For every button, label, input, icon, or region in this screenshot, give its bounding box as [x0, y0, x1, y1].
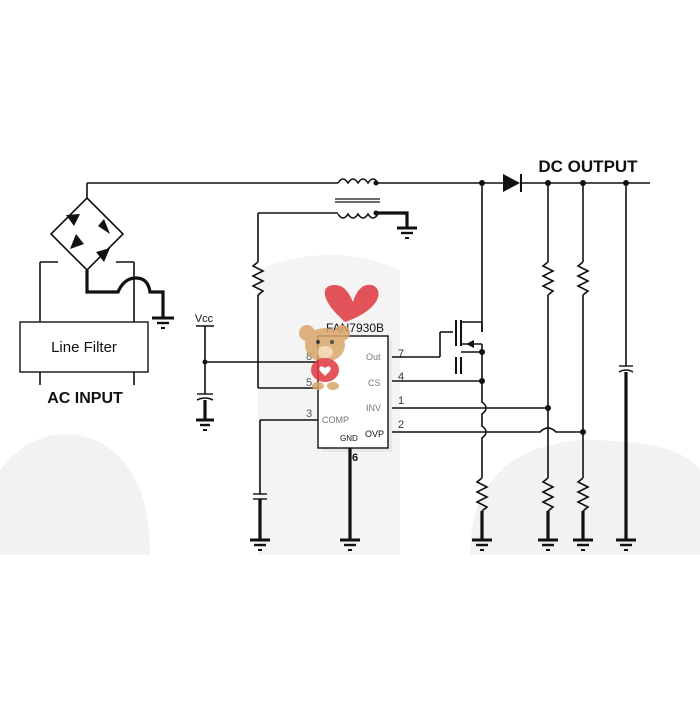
mosfet-switch: [392, 320, 492, 551]
diode-icon: [503, 174, 520, 192]
inductor-secondary-icon: [337, 212, 379, 219]
ground-symbol-icon: [340, 538, 360, 551]
diode-icon: [96, 248, 110, 262]
diode-icon: [98, 219, 110, 234]
pin-3-label: 3: [306, 408, 312, 420]
dc-rail: DC OUTPUT: [87, 157, 650, 389]
ground-symbol-icon: [472, 538, 492, 551]
pin-6-label: 6: [352, 452, 358, 464]
pin-4-label: 4: [398, 371, 404, 383]
pin-5-label: 5: [306, 377, 312, 389]
ground-symbol-icon: [616, 538, 636, 551]
pin-out-label: Out: [366, 352, 381, 362]
inductor-primary-icon: [337, 178, 379, 185]
diode-icon: [66, 214, 80, 226]
bear-watermark: [299, 284, 379, 390]
ground-symbol-icon: [573, 538, 593, 551]
pin-8-label: 8: [306, 351, 312, 363]
resistor-icon: [576, 477, 590, 512]
pin-gnd-label: GND: [340, 434, 358, 443]
ground-symbol-icon: [397, 226, 417, 239]
pin-ovp-label: OVP: [365, 429, 384, 439]
pin-7-label: 7: [398, 348, 404, 360]
pin-comp-label: COMP: [322, 415, 349, 425]
ground-symbol-icon: [538, 538, 558, 551]
ground-symbol-icon: [250, 538, 270, 551]
pin-2-label: 2: [398, 419, 404, 431]
resistor-icon: [541, 261, 555, 296]
pin-cs-label: CS: [368, 378, 381, 388]
output-capacitor: [616, 183, 636, 551]
line-filter-label: Line Filter: [51, 339, 117, 356]
line-filter-block: Line Filter AC INPUT: [19, 321, 149, 407]
vcc-label: Vcc: [195, 313, 214, 325]
dc-output-label: DC OUTPUT: [538, 157, 638, 176]
comp-network: [250, 419, 318, 551]
feedback-dividers: [392, 183, 593, 551]
ac-input-label: AC INPUT: [47, 390, 123, 407]
vcc-supply: Vcc: [195, 313, 318, 431]
resistor-icon: [541, 477, 555, 512]
resistor-icon: [576, 261, 590, 296]
ground-symbol-icon: [196, 418, 214, 431]
resistor-icon: [475, 477, 489, 512]
diode-icon: [70, 234, 84, 249]
ground-symbol-icon: [152, 316, 174, 329]
bridge-rectifier: [39, 183, 174, 329]
resistor-icon: [251, 261, 265, 296]
pin-1-label: 1: [398, 395, 404, 407]
pin-inv-label: INV: [366, 403, 381, 413]
